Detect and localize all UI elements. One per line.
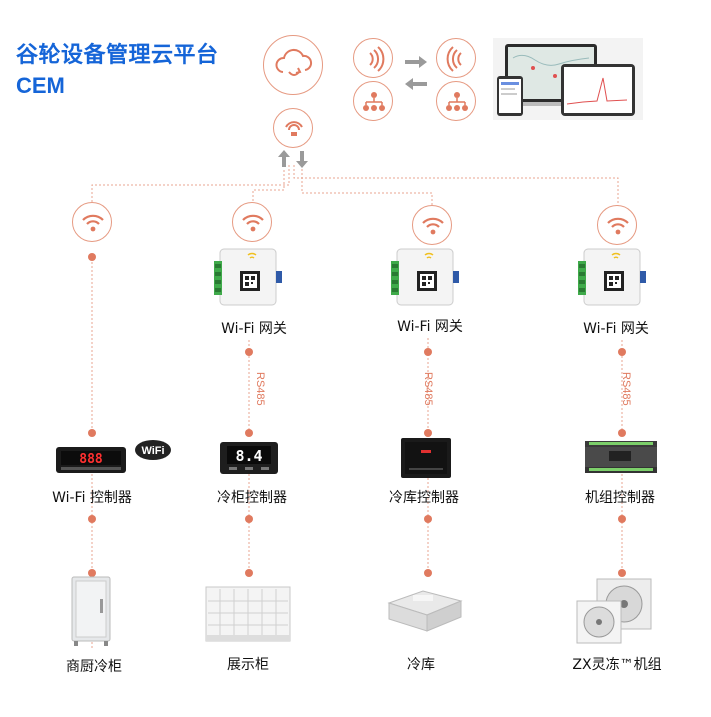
node-dot — [245, 515, 253, 523]
controller-display: 8.4 — [235, 447, 262, 465]
node-dot — [245, 429, 253, 437]
controller-display: 888 — [79, 452, 103, 467]
node-dot — [245, 348, 253, 356]
up-arrow-icon — [278, 150, 290, 167]
controller-label-1: Wi-Fi 控制器 — [52, 490, 132, 506]
wifi-node-4 — [597, 205, 637, 245]
wifi-gateway-device — [578, 248, 646, 306]
wifi-controller-device: 888 — [56, 447, 126, 473]
node-dot — [424, 429, 432, 437]
node-dot — [88, 429, 96, 437]
wifi-logo-badge: WiFi — [135, 440, 171, 460]
wifi-gateway-device — [214, 248, 282, 306]
page-subtitle: CEM — [16, 73, 65, 98]
equipment-label-4: ZX灵冻™机组 — [572, 657, 662, 673]
wifi-node-1 — [72, 202, 112, 242]
wifi-node-2 — [232, 202, 272, 242]
gateway-node — [273, 108, 313, 148]
cloud-node — [263, 35, 323, 95]
node-dot — [618, 429, 626, 437]
rs485-label-4: RS485 — [620, 372, 632, 406]
wifi-node-3 — [412, 205, 452, 245]
wireless-signal-icon — [285, 121, 303, 136]
node-dot — [424, 569, 432, 577]
node-dot — [618, 569, 626, 577]
controller-label-3: 冷库控制器 — [389, 490, 459, 506]
equipment-label-3: 冷库 — [407, 657, 435, 673]
signal-left-node — [436, 38, 476, 78]
wifi-icon — [422, 217, 444, 235]
controller-label-4: 机组控制器 — [585, 490, 655, 506]
node-dot — [424, 515, 432, 523]
node-dot — [245, 569, 253, 577]
signal-left-icon — [446, 46, 462, 72]
wifi-gateway-device — [391, 248, 459, 306]
node-dot — [88, 515, 96, 523]
wifi-icon — [82, 214, 104, 232]
rs485-label-2: RS485 — [254, 372, 266, 406]
node-dot — [618, 515, 626, 523]
cloud-sync-icon — [275, 48, 313, 76]
controller-label-2: 冷柜控制器 — [217, 490, 287, 506]
gateway-label-3: Wi-Fi 网关 — [397, 319, 463, 335]
left-arrow-icon — [405, 78, 427, 90]
commercial-fridge-image — [71, 576, 111, 646]
node-dot — [424, 348, 432, 356]
cold-room-unit-image — [387, 590, 463, 632]
node-dot — [88, 569, 96, 577]
wifi-badge-text: WiFi — [141, 445, 164, 457]
equipment-label-1: 商厨冷柜 — [66, 659, 122, 675]
gateway-label-4: Wi-Fi 网关 — [583, 321, 649, 337]
hierarchy-node-right — [436, 81, 476, 121]
equipment-label-2: 展示柜 — [227, 657, 269, 673]
node-dot — [88, 253, 96, 261]
hierarchy-icon — [363, 92, 385, 111]
rs485-label-3: RS485 — [422, 372, 434, 406]
page-title: 谷轮设备管理云平台 — [16, 43, 219, 68]
hierarchy-icon — [446, 92, 468, 111]
display-cabinet-image — [205, 586, 291, 642]
unit-controller-device — [585, 441, 657, 473]
wifi-icon — [242, 214, 264, 232]
devices-dashboard-image — [493, 38, 643, 120]
wifi-icon — [607, 217, 629, 235]
cabinet-controller-device: 8.4 — [220, 442, 278, 474]
gateway-label-2: Wi-Fi 网关 — [221, 321, 287, 337]
signal-right-icon — [369, 46, 385, 72]
signal-right-node — [353, 38, 393, 78]
hierarchy-node-left — [353, 81, 393, 121]
down-arrow-icon — [296, 151, 308, 168]
coldroom-controller-device — [401, 438, 451, 478]
right-arrow-icon — [405, 56, 427, 68]
node-dot — [618, 348, 626, 356]
condensing-unit-image — [576, 578, 652, 644]
